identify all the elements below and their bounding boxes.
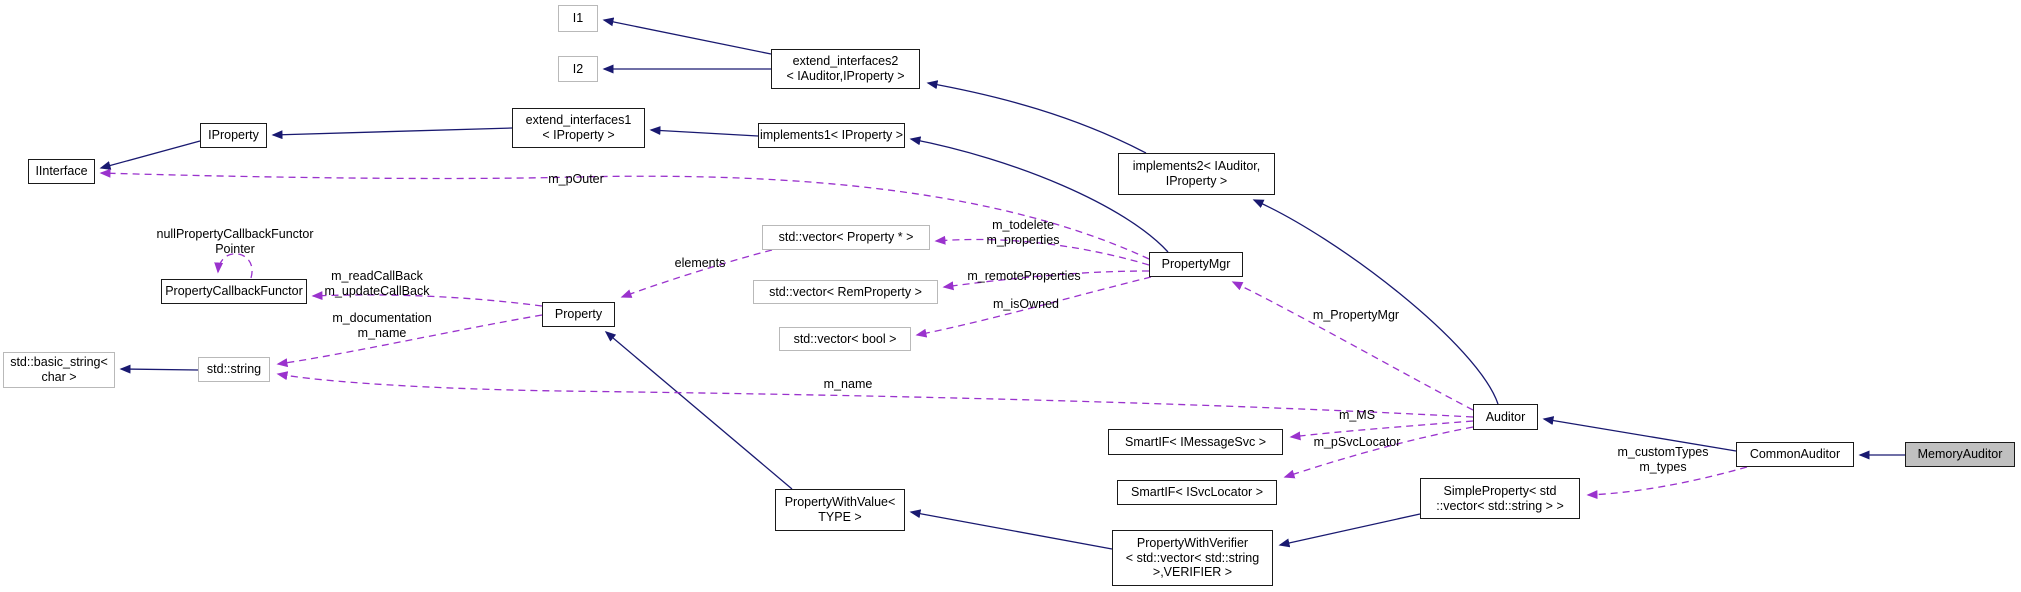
- edge-label-m-isowned: m_isOwned: [993, 297, 1059, 311]
- edge-label-m-readcallback: m_readCallBack m_updateCallBack: [324, 269, 430, 298]
- node-simpleproperty[interactable]: SimpleProperty< std ::vector< std::strin…: [1420, 478, 1580, 519]
- node-vector-bool: std::vector< bool >: [779, 327, 911, 351]
- node-vector-remproperty: std::vector< RemProperty >: [753, 280, 938, 304]
- edge-commonauditor-auditor: [1542, 416, 1737, 452]
- node-std-string: std::string: [198, 357, 270, 382]
- edge-usage-propertymgr: [1231, 281, 1474, 411]
- edge-usage-nullpcf-selfloop: [214, 253, 253, 279]
- edge-impl1-ext1: [649, 126, 759, 137]
- node-propertymgr[interactable]: PropertyMgr: [1149, 252, 1243, 277]
- edge-label-elements: elements: [674, 256, 726, 270]
- node-extend-interfaces1[interactable]: extend_interfaces1 < IProperty >: [512, 108, 645, 148]
- edge-propertymgr-impl1: [909, 136, 1169, 253]
- edge-stdstring-basicstring: [119, 364, 199, 374]
- edge-label-m-pouter: m_pOuter: [548, 172, 604, 186]
- node-smartif-imessagesvc[interactable]: SmartIF< IMessageSvc >: [1108, 429, 1283, 455]
- edge-ext1-iproperty: [271, 127, 513, 140]
- node-smartif-isvclocator[interactable]: SmartIF< ISvcLocator >: [1117, 480, 1277, 505]
- node-commonauditor[interactable]: CommonAuditor: [1736, 442, 1854, 467]
- edge-usage-custom: [1586, 466, 1748, 500]
- edge-pwv-property: [604, 331, 793, 490]
- edge-usage-pouter: [99, 168, 1150, 260]
- node-memoryauditor: MemoryAuditor: [1905, 442, 2015, 467]
- edge-usage-todelete: [934, 235, 1150, 266]
- edge-usage-remote: [942, 270, 1150, 291]
- node-implements1[interactable]: implements1< IProperty >: [758, 123, 905, 148]
- edge-usage-readcb: [311, 291, 543, 307]
- edge-label-nullpropertycallbackfunctor: nullPropertyCallbackFunctor Pointer: [156, 227, 314, 256]
- node-property[interactable]: Property: [542, 302, 615, 327]
- edge-usage-elements: [620, 249, 773, 298]
- edge-iproperty-iinterface: [99, 140, 201, 170]
- node-propertycallbackfunctor[interactable]: PropertyCallbackFunctor: [161, 279, 307, 304]
- edge-usage-name: [276, 371, 1474, 418]
- node-i2: I2: [558, 56, 598, 82]
- edge-label-m-remoteproperties: m_remoteProperties: [967, 269, 1081, 283]
- edge-label-m-customtypes: m_customTypes m_types: [1617, 445, 1709, 474]
- edge-ext2-i1: [602, 17, 772, 55]
- node-i1: I1: [558, 5, 598, 32]
- edge-auditor-impl2: [1252, 199, 1499, 405]
- node-std-basic-string: std::basic_string< char >: [3, 352, 115, 388]
- node-auditor[interactable]: Auditor: [1473, 404, 1538, 430]
- node-propertywithvalue[interactable]: PropertyWithValue< TYPE >: [775, 489, 905, 531]
- edge-label-m-documentation: m_documentation m_name: [332, 311, 432, 340]
- node-iinterface[interactable]: IInterface: [28, 159, 95, 184]
- node-propertywithverifier[interactable]: PropertyWithVerifier < std::vector< std:…: [1112, 530, 1273, 586]
- node-extend-interfaces2[interactable]: extend_interfaces2 < IAuditor,IProperty …: [771, 49, 920, 89]
- edge-label-m-name: m_name: [823, 377, 873, 391]
- edge-usage-isowned: [915, 276, 1152, 338]
- edge-usage-doc: [276, 314, 543, 368]
- node-vector-property: std::vector< Property * >: [762, 225, 930, 250]
- node-implements2[interactable]: implements2< IAuditor, IProperty >: [1118, 153, 1275, 195]
- edge-pwverifier-pwv: [909, 509, 1113, 550]
- edge-simpleprop-pwverifier: [1278, 513, 1421, 548]
- edge-impl2-ext2: [926, 80, 1147, 154]
- edge-usage-psvc: [1283, 426, 1474, 479]
- edge-label-m-psvclocator: m_pSvcLocator: [1313, 435, 1401, 449]
- edge-label-m-todelete: m_todelete m_properties: [986, 218, 1060, 247]
- edge-label-m-propertymgr: m_PropertyMgr: [1312, 308, 1400, 322]
- edge-label-m-ms: m_MS: [1338, 408, 1376, 422]
- node-iproperty[interactable]: IProperty: [200, 123, 267, 148]
